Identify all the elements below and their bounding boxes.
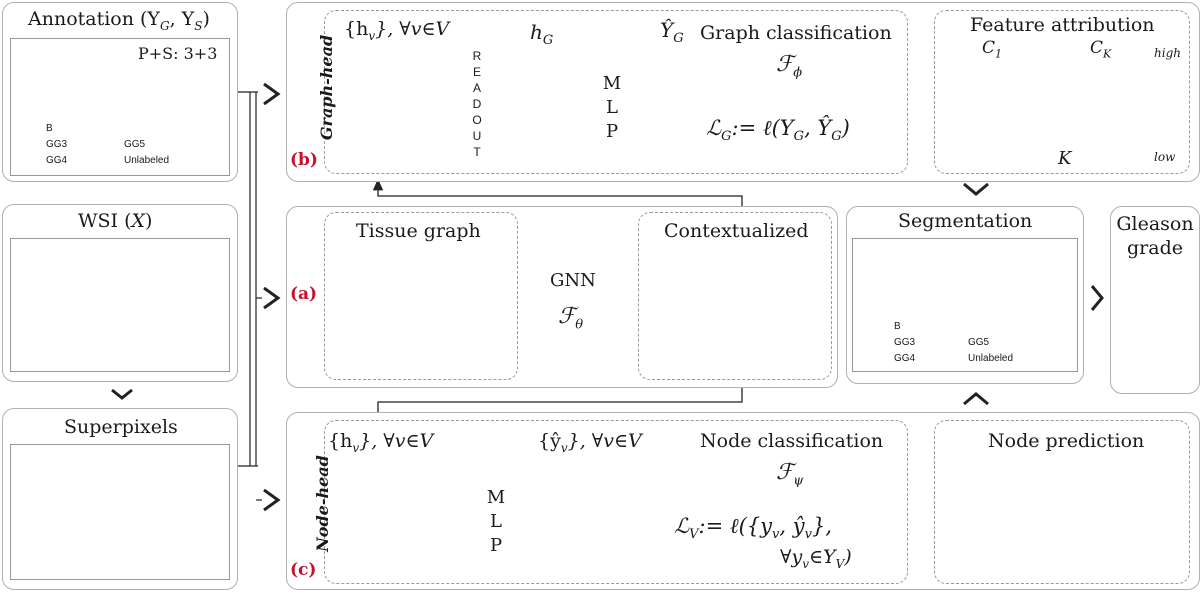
cluster-ck-label: CK bbox=[1090, 38, 1112, 61]
seg-legend-gg3: GG3 bbox=[894, 337, 916, 348]
cluster-c1-label: C1 bbox=[982, 38, 1003, 61]
graph-classification-title: Graph classification bbox=[700, 22, 892, 44]
feature-attribution-title: Feature attribution bbox=[970, 14, 1155, 36]
graph-head-side-label: Graph-head bbox=[317, 34, 337, 141]
legend-gg3: GG3 bbox=[46, 139, 68, 150]
graph-head-panel bbox=[286, 2, 1200, 182]
legend-unlabeled: Unlabeled bbox=[124, 155, 170, 166]
tissue-graph-inner bbox=[324, 212, 518, 380]
node-prediction-title: Node prediction bbox=[988, 430, 1145, 452]
annotation-title: Annotation (YG, YS) bbox=[28, 8, 210, 33]
node-head-tag: (c) bbox=[290, 560, 317, 580]
seg-legend-gg4: GG4 bbox=[894, 353, 916, 364]
ps-label: P+S: 3+3 bbox=[138, 44, 218, 63]
colorbar-low-label: low bbox=[1154, 150, 1176, 164]
node-classification-title: Node classification bbox=[700, 430, 884, 452]
colorbar-high-label: high bbox=[1154, 46, 1181, 60]
chevron-right-icon bbox=[1090, 285, 1104, 311]
graph-head-tag: (b) bbox=[290, 150, 318, 170]
node-head-yv-label: {ŷv}, ∀v∈V bbox=[538, 430, 642, 455]
gnn-panel bbox=[286, 206, 838, 388]
graph-head-inner bbox=[324, 10, 908, 174]
legend-b: B bbox=[46, 123, 53, 134]
legend-gg5: GG5 bbox=[124, 139, 146, 150]
legend-gg4: GG4 bbox=[46, 155, 68, 166]
node-head-hv-label: {hv}, ∀v∈V bbox=[328, 430, 434, 455]
graph-classification-func: ℱϕ bbox=[776, 52, 803, 81]
gnn-label: GNN bbox=[550, 270, 596, 291]
wsi-panel bbox=[2, 204, 238, 382]
wsi-frame bbox=[10, 238, 230, 372]
contextualized-title: Contextualized bbox=[664, 220, 809, 242]
node-head-panel bbox=[286, 412, 1200, 590]
node-head-side-label: Node-head bbox=[312, 455, 332, 552]
seg-legend-b: B bbox=[894, 321, 901, 332]
node-head-inner bbox=[324, 420, 908, 584]
node-prediction-inner bbox=[934, 420, 1190, 584]
cluster-k-label: K bbox=[1058, 148, 1072, 169]
superpixels-title: Superpixels bbox=[64, 416, 178, 438]
contextualized-inner bbox=[638, 212, 832, 380]
segmentation-panel bbox=[846, 206, 1084, 384]
feature-attribution-inner bbox=[934, 10, 1190, 174]
node-loss-line2: ∀yv∈YV) bbox=[780, 546, 852, 571]
tissue-graph-title: Tissue graph bbox=[356, 220, 481, 242]
graph-prediction-label: ŶG bbox=[660, 18, 684, 46]
node-loss-line1: ℒV:= ℓ({yv, ŷv}, bbox=[674, 514, 833, 543]
gleason-panel bbox=[1110, 206, 1200, 394]
annotation-frame bbox=[10, 38, 230, 176]
graph-loss: ℒG:= ℓ(YG, ŶG) bbox=[706, 116, 850, 145]
wsi-title: WSI (X) bbox=[78, 210, 153, 232]
graph-embedding-label: hG bbox=[530, 20, 554, 48]
superpixels-panel bbox=[2, 408, 238, 590]
seg-legend-gg5: GG5 bbox=[968, 337, 990, 348]
graph-head-hv-label: {hv}, ∀v∈V bbox=[344, 18, 450, 43]
segmentation-frame bbox=[852, 238, 1078, 372]
superpixels-frame bbox=[10, 444, 230, 580]
node-classification-func: ℱψ bbox=[776, 460, 804, 489]
annotation-panel bbox=[2, 2, 238, 182]
gnn-tag: (a) bbox=[290, 284, 318, 304]
segmentation-title: Segmentation bbox=[898, 210, 1033, 232]
gnn-func: ℱθ bbox=[558, 304, 584, 333]
seg-legend-unlabeled: Unlabeled bbox=[968, 353, 1014, 364]
